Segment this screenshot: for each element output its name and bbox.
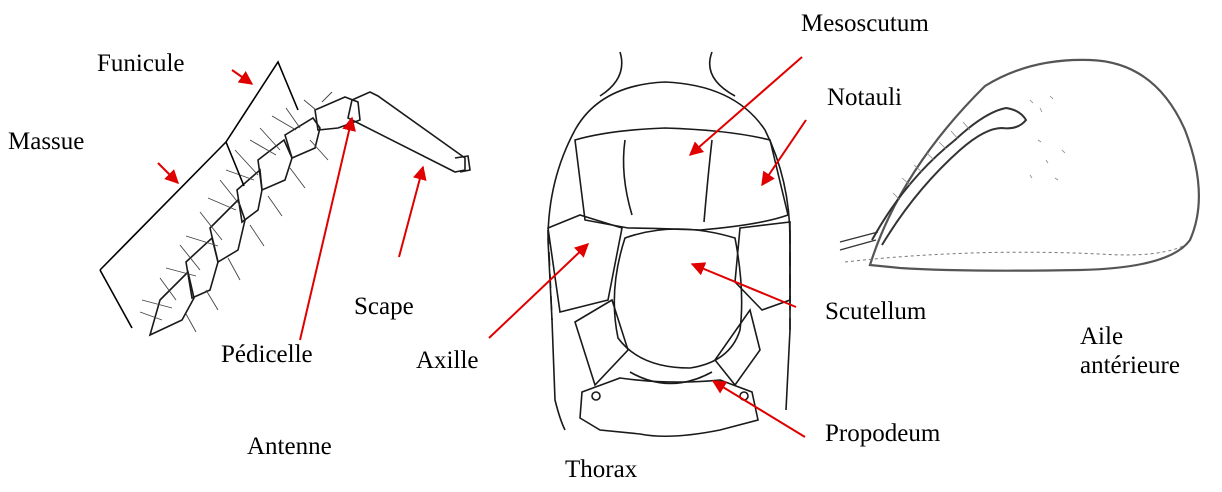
notauli-label: Notauli — [827, 84, 902, 113]
wing-title: Aile antérieure — [1080, 323, 1180, 381]
funicule-label: Funicule — [97, 50, 185, 79]
scutellum-arrow — [692, 264, 796, 307]
thorax-title: Thorax — [565, 456, 637, 485]
antenna-drawing — [140, 92, 470, 335]
massue-label: Massue — [8, 128, 84, 157]
axille-label: Axille — [416, 347, 479, 376]
wing-basal-stub — [840, 232, 878, 250]
scape-label: Scape — [354, 293, 414, 322]
funicule-arrow — [232, 70, 252, 84]
scape-arrow — [399, 167, 423, 257]
thorax-metanotum-right — [715, 310, 760, 385]
notauli-arrow — [762, 120, 806, 185]
thorax-axilla-right — [735, 222, 790, 310]
antenna-scape-tip — [455, 156, 470, 172]
thorax-outer-left — [548, 130, 575, 430]
axille-arrow — [489, 244, 588, 338]
antenna-pedicel — [315, 97, 360, 130]
annotation-arrows — [158, 57, 806, 437]
thorax-drawing — [548, 52, 790, 436]
wing-hind-margin — [845, 245, 1185, 262]
thorax-mesoscutum — [575, 128, 788, 230]
antenna-scape — [348, 92, 465, 172]
mesoscutum-label: Mesoscutum — [801, 10, 929, 39]
antenna-funicle-1 — [285, 118, 320, 158]
mesoscutum-arrow — [690, 57, 802, 155]
wing-costal-vein — [872, 108, 1026, 245]
thorax-axilla-left — [548, 215, 622, 312]
massue-bracket — [100, 142, 244, 270]
thorax-notaulus-right — [704, 140, 712, 222]
thorax-notaulus-left — [624, 140, 632, 215]
thorax-scutellum — [614, 229, 741, 368]
massue-bracket-end — [100, 270, 132, 328]
thorax-dashed-sides — [548, 230, 790, 330]
wing-title-line1: Aile — [1080, 323, 1180, 352]
wing-setae-marks — [893, 96, 1065, 200]
pedicelle-label: Pédicelle — [221, 341, 313, 370]
propodeum-label: Propodeum — [825, 420, 940, 449]
wing-title-line2: antérieure — [1080, 352, 1180, 381]
wing-outline — [870, 60, 1199, 271]
antenna-club-2 — [186, 238, 218, 298]
thorax-propodeum — [580, 378, 758, 436]
antenna-brackets — [100, 62, 298, 328]
thorax-pronotum — [575, 82, 765, 130]
massue-arrow — [158, 163, 178, 183]
thorax-metanotum-left — [575, 300, 628, 385]
scutellum-label: Scutellum — [825, 298, 926, 327]
thorax-spiracle-left — [592, 392, 600, 400]
antenna-title: Antenne — [247, 433, 332, 462]
thorax-neck — [600, 52, 735, 96]
